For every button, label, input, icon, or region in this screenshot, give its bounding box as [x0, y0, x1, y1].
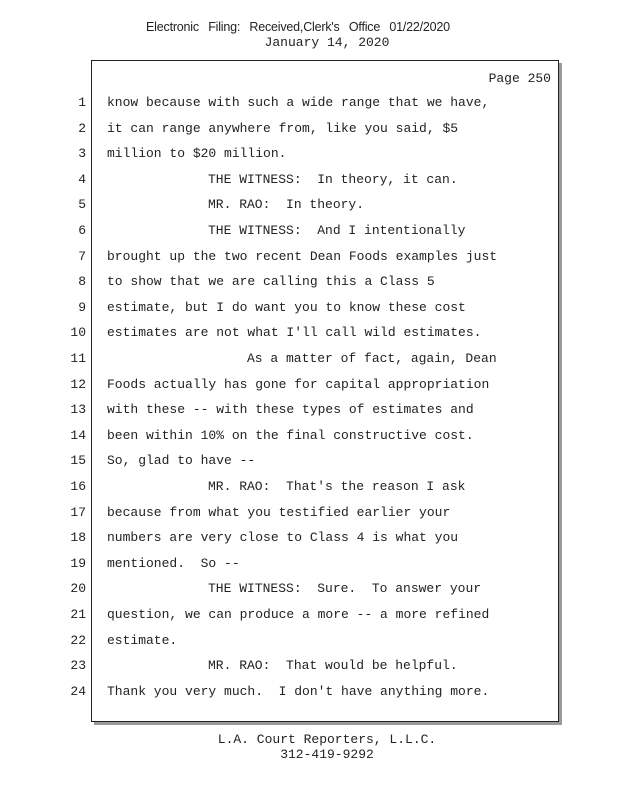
line-number: 17: [70, 504, 86, 520]
line-number: 4: [78, 171, 86, 187]
transcript-line-text: As a matter of fact, again, Dean: [247, 351, 497, 366]
transcript-line-text: numbers are very close to Class 4 is wha…: [107, 530, 459, 546]
transcript-line-text: estimates are not what I'll call wild es…: [107, 325, 482, 341]
transcript-line-text: to show that we are calling this a Class…: [107, 274, 435, 290]
transcript-line-text: know because with such a wide range that…: [107, 95, 490, 110]
transcript-line-text: been within 10% on the final constructiv…: [107, 427, 474, 443]
transcript-line-text: estimate.: [107, 632, 178, 648]
line-number: 22: [70, 632, 86, 648]
line-number: 13: [70, 402, 86, 418]
line-number: 9: [78, 299, 86, 315]
line-number: 5: [78, 197, 86, 213]
line-number: 11: [70, 351, 86, 366]
line-number: 24: [70, 683, 86, 699]
line-number: 3: [78, 146, 86, 162]
transcript-line-text: with these -- with these types of estima…: [107, 402, 474, 418]
line-number: 20: [70, 581, 86, 597]
transcript-line-text: MR. RAO: That would be helpful.: [208, 658, 458, 674]
line-number: 21: [70, 607, 86, 622]
transcript-line-text: Foods actually has gone for capital appr…: [107, 376, 490, 392]
line-number: 19: [70, 555, 86, 571]
line-number: 14: [70, 427, 86, 443]
line-number: 6: [78, 223, 86, 238]
transcript-line-text: estimate, but I do want you to know thes…: [107, 299, 466, 315]
footer-phone: 312-419-9292: [280, 747, 374, 762]
transcript-line-text: So, glad to have --: [107, 453, 256, 469]
transcript-line-text: brought up the two recent Dean Foods exa…: [107, 248, 498, 264]
transcript-line-text: because from what you testified earlier …: [107, 504, 451, 520]
line-number: 23: [70, 658, 86, 674]
electronic-filing-stamp: Electronic Filing: Received,Clerk's Offi…: [146, 20, 450, 34]
transcript-line-text: Thank you very much. I don't have anythi…: [107, 683, 490, 699]
footer-company: L.A. Court Reporters, L.L.C.: [217, 732, 437, 747]
line-number: 16: [70, 479, 86, 494]
line-number: 1: [78, 95, 86, 110]
transcript-line-text: THE WITNESS: And I intentionally: [208, 223, 466, 238]
line-number: 7: [78, 248, 86, 264]
line-number: 2: [78, 120, 86, 136]
transcript-line-text: question, we can produce a more -- a mor…: [107, 607, 490, 622]
line-number: 10: [70, 325, 86, 341]
line-number: 12: [70, 376, 86, 392]
transcript-page-frame: Page 250: [91, 60, 559, 722]
transcript-line-text: mentioned. So --: [107, 555, 240, 571]
transcript-line-text: MR. RAO: In theory.: [208, 197, 365, 213]
page-number: Page 250: [488, 71, 551, 86]
transcript-line-text: it can range anywhere from, like you sai…: [107, 120, 459, 136]
transcript-date: January 14, 2020: [264, 35, 390, 50]
transcript-line-text: THE WITNESS: In theory, it can.: [208, 171, 458, 187]
line-number: 18: [70, 530, 86, 546]
line-number: 15: [70, 453, 86, 469]
transcript-line-text: million to $20 million.: [107, 146, 287, 162]
line-number: 8: [78, 274, 86, 290]
transcript-line-text: THE WITNESS: Sure. To answer your: [208, 581, 482, 597]
transcript-line-text: MR. RAO: That's the reason I ask: [208, 479, 466, 494]
